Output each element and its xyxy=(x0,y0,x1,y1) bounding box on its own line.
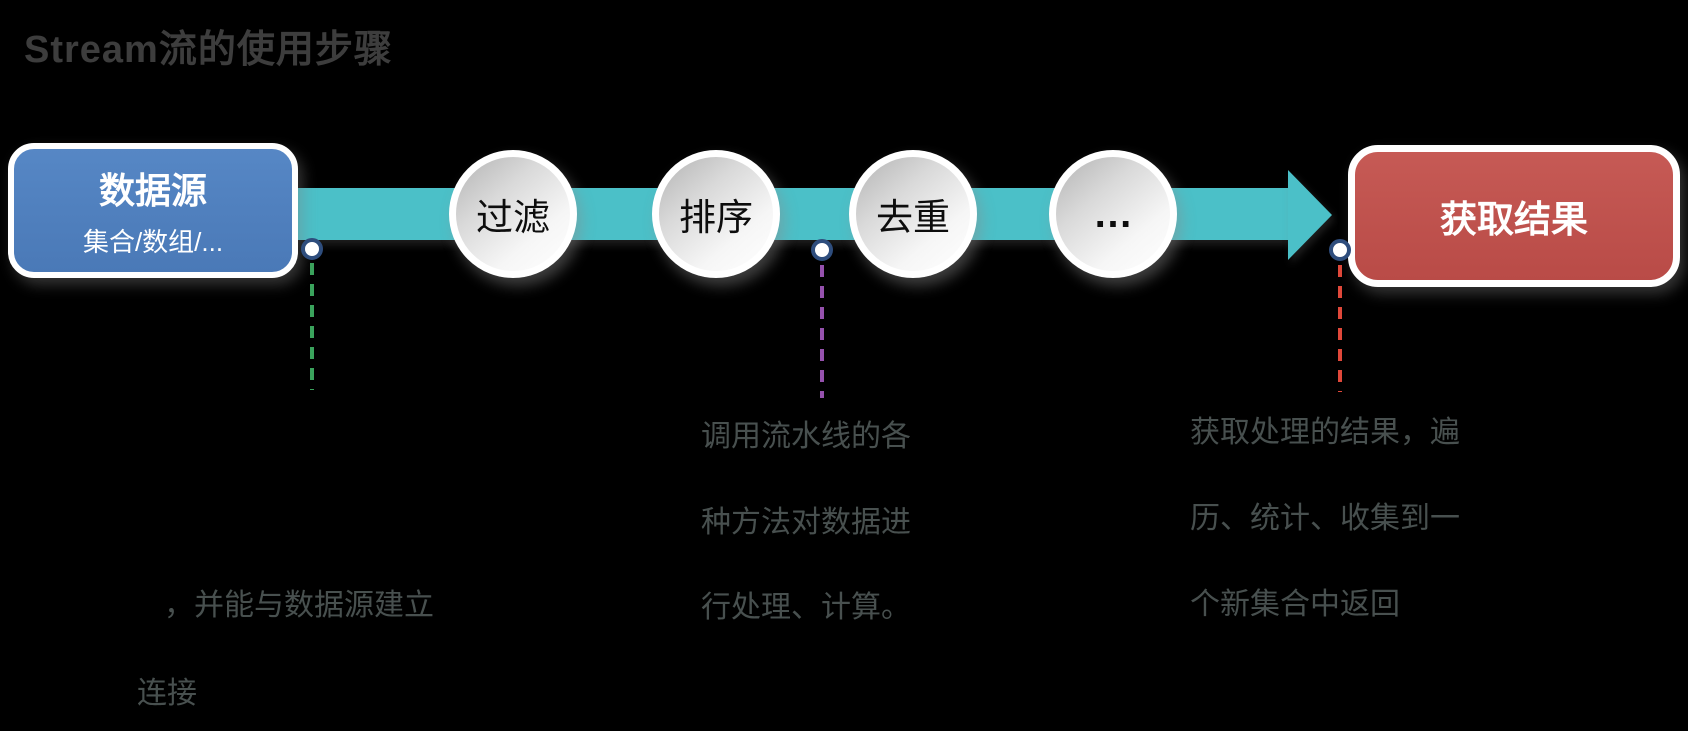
dashed-connector-middle xyxy=(820,265,824,398)
middle-annotation-line-1: 调用流水线的各 xyxy=(701,420,911,453)
source-annotation-line-2: 连接 xyxy=(137,677,197,710)
result-annotation-line-1: 获取处理的结果，遍 xyxy=(1190,416,1460,449)
result-box: 获取结果 xyxy=(1348,145,1680,287)
step-label-distinct: 去重 xyxy=(876,197,950,238)
dashed-connector-source xyxy=(310,263,314,390)
step-circle-distinct: 去重 xyxy=(849,150,977,278)
ellipsis-icon: … xyxy=(1093,191,1139,236)
dashed-connector-result xyxy=(1338,265,1342,392)
source-box: 数据源 集合/数组/... xyxy=(8,143,298,278)
connector-node-result xyxy=(1329,239,1351,261)
middle-annotation-line-3: 行处理、计算。 xyxy=(701,591,911,624)
result-box-title: 获取结果 xyxy=(1440,199,1588,240)
middle-annotation-line-2: 种方法对数据进 xyxy=(701,506,911,539)
step-circle-sort: 排序 xyxy=(652,150,780,278)
result-annotation-line-2: 历、统计、收集到一 xyxy=(1190,502,1460,535)
step-circle-filter: 过滤 xyxy=(449,150,577,278)
page-title: Stream流的使用步骤 xyxy=(24,29,393,71)
source-box-subtitle: 集合/数组/... xyxy=(82,227,224,257)
pipeline-arrow-head-icon xyxy=(1288,170,1332,260)
result-annotation-line-3: 个新集合中返回 xyxy=(1190,588,1400,621)
step-circle-more: … xyxy=(1049,150,1177,278)
step-label-sort: 排序 xyxy=(679,197,753,238)
source-annotation-line-1: ，并能与数据源建立 xyxy=(164,589,434,622)
connector-node-middle xyxy=(811,239,833,261)
step-label-filter: 过滤 xyxy=(476,197,550,238)
source-box-title: 数据源 xyxy=(98,170,207,211)
connector-node-source xyxy=(301,238,323,260)
